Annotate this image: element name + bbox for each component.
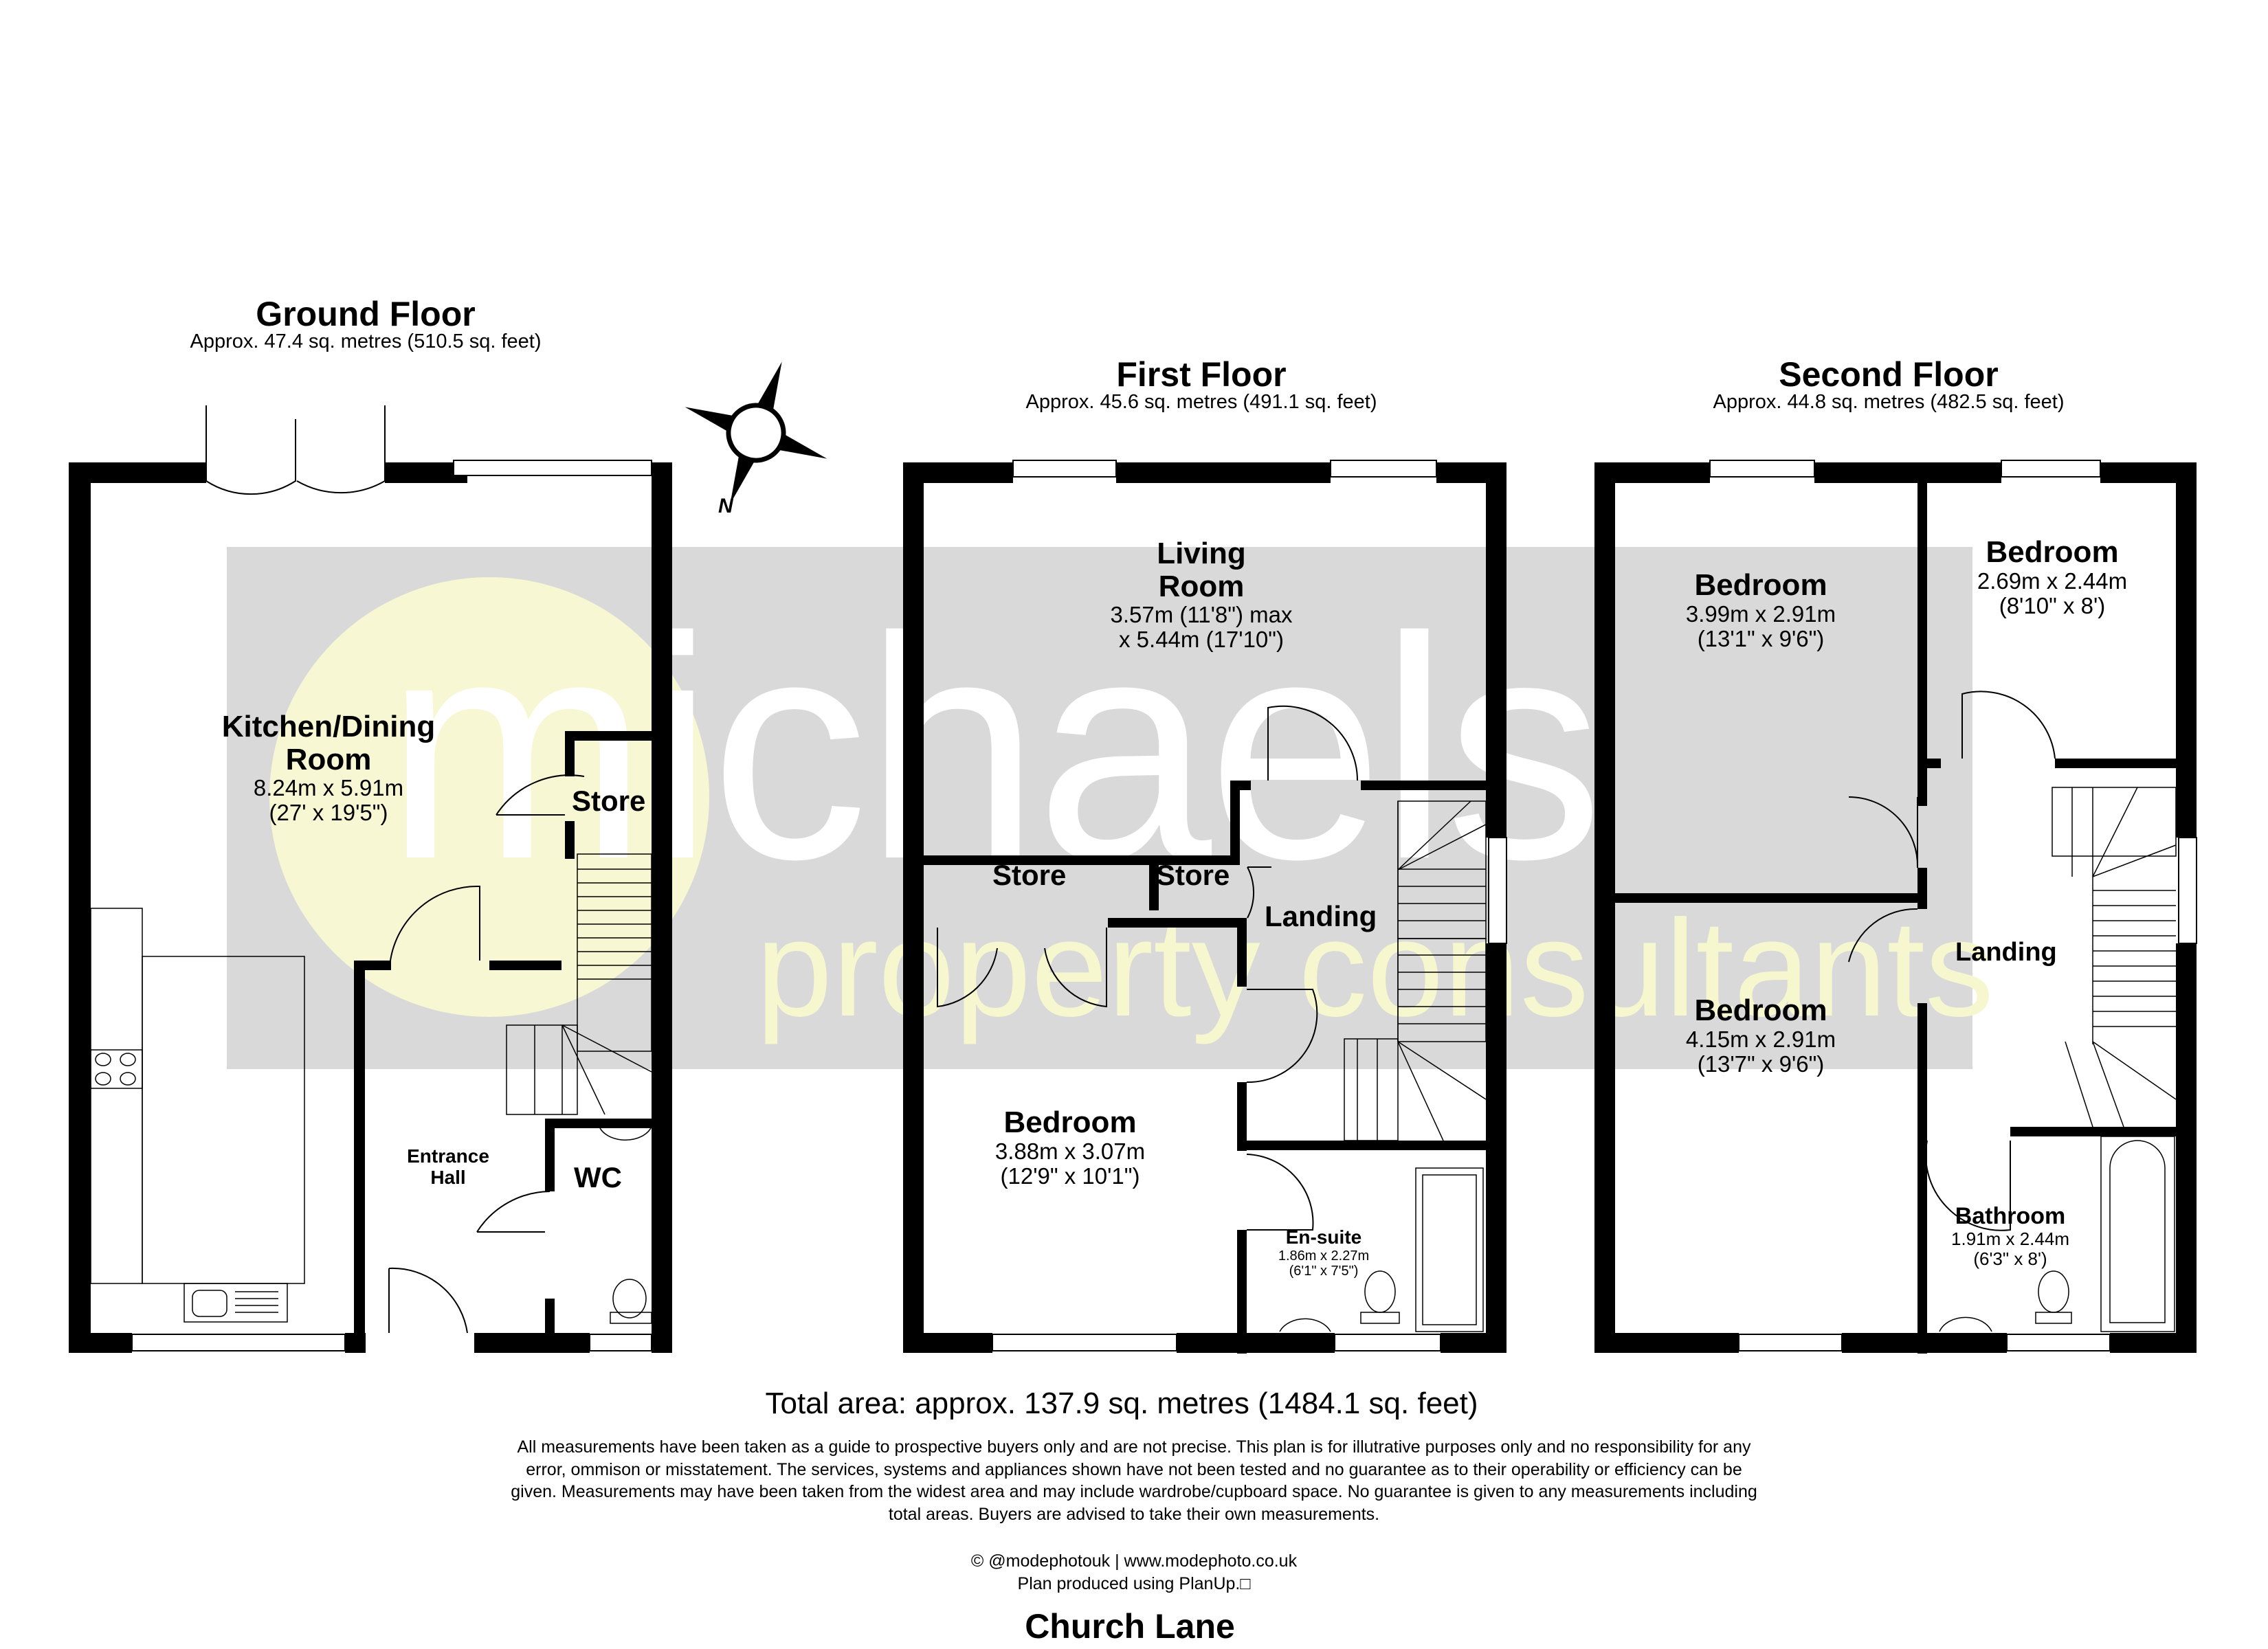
- room-bedroom-front: Bedroom 3.99m x 2.91m (13'1" x 9'6"): [1686, 569, 1836, 651]
- room-name: Hall: [430, 1166, 466, 1188]
- room-name: En-suite: [1285, 1226, 1362, 1248]
- room-entrance-hall: Entrance Hall: [407, 1145, 489, 1189]
- floor-area: Approx. 44.8 sq. metres (482.5 sq. feet): [1713, 391, 2065, 413]
- disclaimer-line: total areas. Buyers are advised to take …: [888, 1504, 1380, 1524]
- room-store-1: Store: [992, 859, 1067, 891]
- watermark-logo-circle: [269, 577, 709, 1017]
- room-bedroom-rear: Bedroom 4.15m x 2.91m (13'7" x 9'6"): [1686, 994, 1836, 1077]
- room-name: Bathroom: [1955, 1203, 2066, 1229]
- room-bedroom-first: Bedroom 3.88m x 3.07m (12'9" x 10'1"): [995, 1106, 1145, 1189]
- credit-line: Plan produced using PlanUp.□: [1017, 1573, 1251, 1593]
- room-store: Store: [572, 785, 646, 817]
- room-dimensions-metric: 1.91m x 2.44m: [1951, 1229, 2069, 1250]
- disclaimer: All measurements have been taken as a gu…: [511, 1436, 1757, 1525]
- room-name: Room: [1158, 569, 1245, 603]
- room-landing: Landing: [1265, 900, 1377, 932]
- room-name: Kitchen/Dining: [221, 710, 436, 743]
- second-floor-walls: [1594, 462, 2197, 1354]
- room-en-suite: En-suite 1.86m x 2.27m (6'1" x 7'5"): [1278, 1226, 1370, 1279]
- room-dimensions-metric: 8.24m x 5.91m: [253, 775, 404, 801]
- floor-title: Second Floor: [1779, 355, 1999, 394]
- second-floor-header: Second Floor Approx. 44.8 sq. metres (48…: [1713, 357, 2065, 414]
- floor-title: Ground Floor: [256, 295, 476, 333]
- compass-rose-icon: [685, 361, 827, 504]
- room-dimensions-imperial: (6'3" x 8'): [1973, 1248, 2047, 1269]
- disclaimer-line: All measurements have been taken as a gu…: [517, 1437, 1751, 1457]
- room-dimensions-metric: 3.57m (11'8") max: [1110, 602, 1293, 628]
- floor-title: First Floor: [1116, 355, 1287, 394]
- watermark-tagline: property consultants: [756, 892, 1994, 1045]
- room-dimensions-imperial: (12'9" x 10'1"): [1000, 1163, 1140, 1189]
- room-dimensions-imperial: (13'7" x 9'6"): [1697, 1051, 1825, 1077]
- room-dimensions-metric: 2.69m x 2.44m: [1977, 568, 2128, 594]
- room-wc: WC: [574, 1161, 622, 1193]
- room-bedroom-small: Bedroom 2.69m x 2.44m (8'10" x 8'): [1977, 536, 2127, 618]
- floor-area: Approx. 47.4 sq. metres (510.5 sq. feet): [190, 330, 542, 352]
- ground-floor-header: Ground Floor Approx. 47.4 sq. metres (51…: [190, 297, 542, 353]
- room-living-room: Living Room 3.57m (11'8") max x 5.44m (1…: [1111, 537, 1293, 653]
- disclaimer-line: error, ommison or misstatement. The serv…: [526, 1459, 1742, 1479]
- disclaimer-line: given. Measurements may have been taken …: [511, 1482, 1757, 1501]
- room-name: Bedroom: [1694, 568, 1827, 602]
- room-name: Living: [1157, 537, 1246, 570]
- floor-area: Approx. 45.6 sq. metres (491.1 sq. feet): [1025, 391, 1377, 413]
- room-bathroom: Bathroom 1.91m x 2.44m (6'3" x 8'): [1951, 1203, 2069, 1269]
- room-dimensions-imperial: x 5.44m (17'10"): [1119, 627, 1284, 653]
- first-floor-walls: [903, 462, 1507, 1354]
- room-name: Room: [285, 742, 372, 776]
- room-store-2: Store: [1156, 859, 1230, 891]
- room-dimensions-imperial: (8'10" x 8'): [1999, 592, 2106, 618]
- property-address: Church Lane: [1025, 1607, 1235, 1646]
- window: [453, 460, 652, 476]
- room-landing-second: Landing: [1955, 938, 2057, 967]
- room-name: Entrance: [407, 1145, 489, 1167]
- room-dimensions-metric: 1.86m x 2.27m: [1278, 1248, 1370, 1264]
- room-dimensions-imperial: (27' x 19'5"): [269, 800, 388, 826]
- credits: © @modephotouk | www.modephoto.co.uk Pla…: [971, 1550, 1297, 1595]
- first-floor-header: First Floor Approx. 45.6 sq. metres (491…: [1026, 357, 1377, 414]
- room-name: Bedroom: [1003, 1106, 1137, 1139]
- room-kitchen-dining: Kitchen/Dining Room 8.24m x 5.91m (27' x…: [222, 710, 435, 826]
- room-name: Bedroom: [1986, 535, 2119, 569]
- total-area: Total area: approx. 137.9 sq. metres (14…: [765, 1387, 1478, 1420]
- room-dimensions-metric: 3.99m x 2.91m: [1685, 601, 1836, 627]
- room-dimensions-imperial: (6'1" x 7'5"): [1289, 1263, 1359, 1279]
- compass-north-label: N: [718, 495, 733, 517]
- room-dimensions-imperial: (13'1" x 9'6"): [1697, 625, 1825, 651]
- room-name: Bedroom: [1694, 994, 1827, 1027]
- room-dimensions-metric: 3.88m x 3.07m: [994, 1138, 1146, 1164]
- ground-floor-walls: [69, 462, 672, 1353]
- credit-line: © @modephotouk | www.modephoto.co.uk: [970, 1551, 1298, 1571]
- room-dimensions-metric: 4.15m x 2.91m: [1685, 1026, 1836, 1052]
